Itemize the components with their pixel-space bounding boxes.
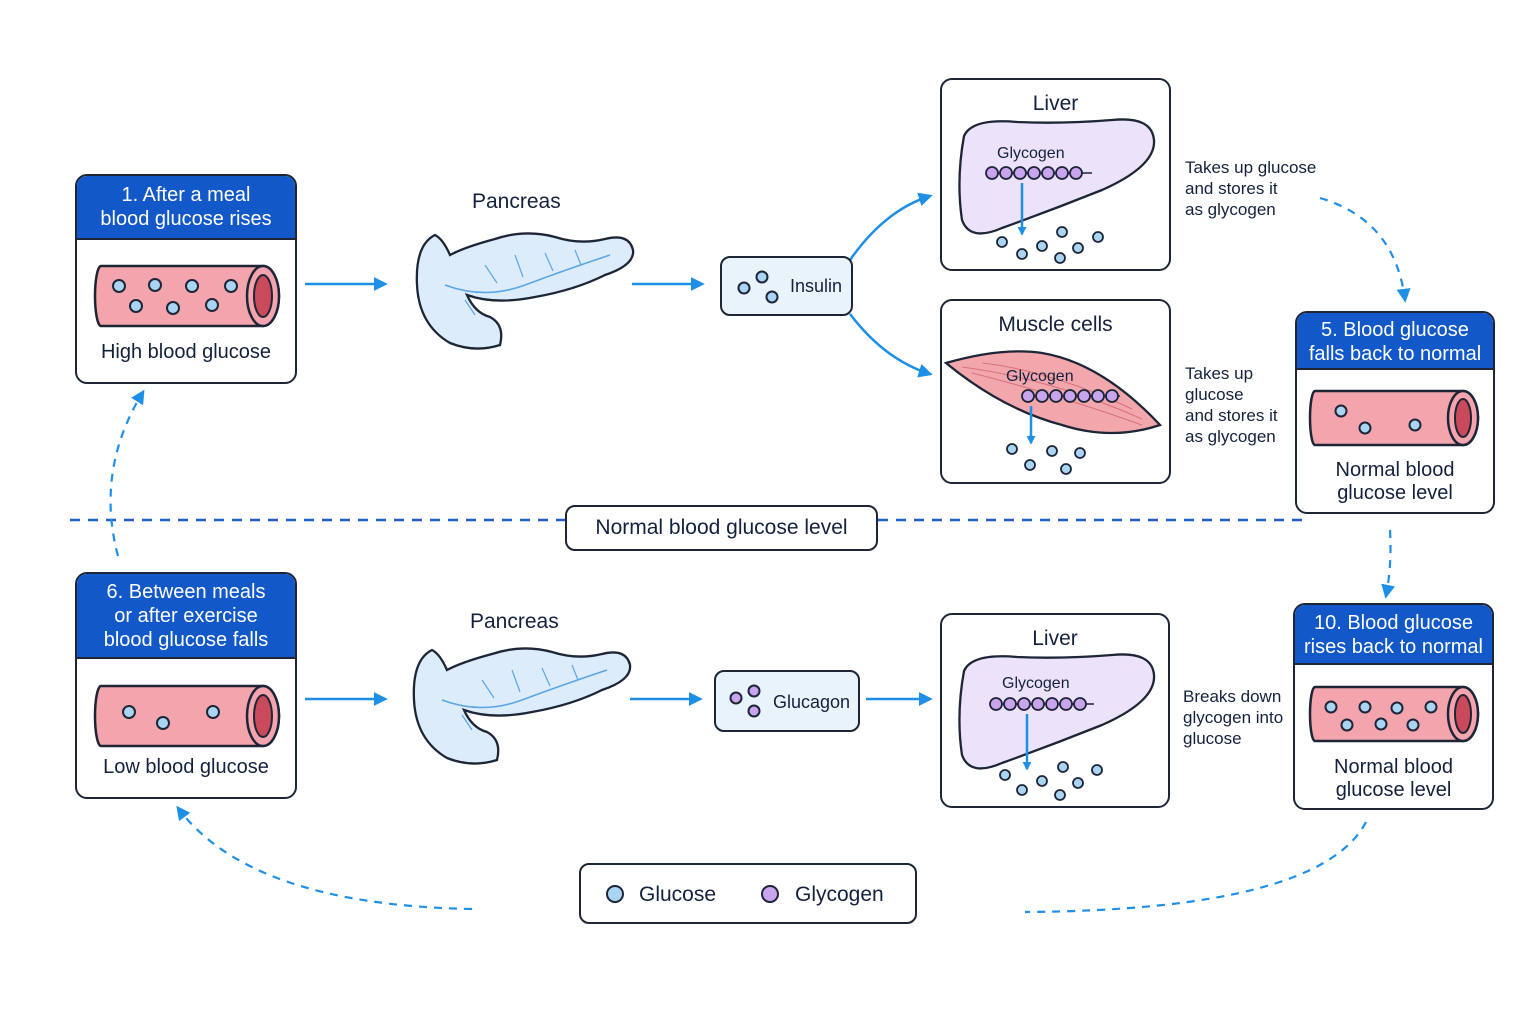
glucagon-hormone: Glucagon bbox=[714, 670, 860, 732]
glucagon-label: Glucagon bbox=[773, 692, 851, 712]
pancreas-icon bbox=[415, 232, 635, 350]
arrow-insulin-to-muscle bbox=[849, 313, 933, 378]
liver-top-glycogen-label: Glycogen bbox=[997, 145, 1065, 162]
normal-level-label: Normal blood glucose level bbox=[565, 505, 878, 551]
card-high-caption: High blood glucose bbox=[100, 341, 272, 363]
dashed-rises-to-bottom bbox=[1024, 821, 1367, 914]
blood-vessel-high bbox=[93, 264, 281, 328]
card-normal-bottom-header: 10. Blood glucose rises back to normal bbox=[1295, 605, 1492, 665]
glucagon-molecules bbox=[729, 684, 761, 718]
card-normal-after-low: 10. Blood glucose rises back to normal N… bbox=[1293, 603, 1494, 810]
muscle-title: Muscle cells bbox=[998, 313, 1113, 336]
pancreas-label-bottom: Pancreas bbox=[470, 610, 559, 633]
legend-glucose-label: Glucose bbox=[639, 883, 717, 906]
card-normal-top-caption: Normal blood glucose level bbox=[1335, 459, 1455, 504]
liver-bottom-note: Breaks down glycogen into glucose bbox=[1183, 687, 1284, 748]
arrow-insulin-to-liver bbox=[848, 192, 933, 261]
dashed-low-to-high bbox=[109, 389, 145, 557]
liver-bottom-glycogen-label: Glycogen bbox=[1002, 675, 1070, 692]
blood-vessel-normal-top bbox=[1308, 389, 1480, 447]
card-normal-top-header: 5. Blood glucose falls back to normal bbox=[1297, 313, 1493, 370]
insulin-label: Insulin bbox=[790, 276, 843, 296]
pancreas-icon-bottom bbox=[412, 647, 632, 765]
liver-panel-bottom: Liver Glycogen bbox=[940, 613, 1170, 808]
pancreas-label-top: Pancreas bbox=[472, 190, 561, 213]
liver-top-note: Takes up glucose and stores it as glycog… bbox=[1185, 158, 1317, 219]
muscle-panel: Muscle cells Glycogen bbox=[940, 299, 1171, 484]
liver-title-top: Liver bbox=[1032, 92, 1079, 115]
card-normal-bottom-caption: Normal blood glucose level bbox=[1334, 756, 1453, 801]
legend: Glucose Glycogen bbox=[579, 863, 917, 924]
insulin-molecules bbox=[737, 270, 779, 304]
liver-icon-bottom: Glycogen bbox=[958, 653, 1156, 801]
card-high-glucose: 1. After a meal blood glucose rises High… bbox=[75, 174, 297, 384]
legend-glycogen-label: Glycogen bbox=[795, 883, 884, 906]
card-low-header: 6. Between meals or after exercise blood… bbox=[77, 574, 295, 659]
card-normal-after-high: 5. Blood glucose falls back to normal No… bbox=[1295, 311, 1495, 514]
dashed-liver-to-normal bbox=[1319, 196, 1411, 303]
legend-glycogen-swatch bbox=[761, 885, 779, 903]
liver-icon-top: Glycogen bbox=[958, 118, 1156, 264]
liver-panel-top: Liver Glycogen bbox=[940, 78, 1171, 271]
blood-vessel-low bbox=[93, 684, 281, 748]
legend-glucose-swatch bbox=[606, 885, 624, 903]
card-high-header: 1. After a meal blood glucose rises bbox=[77, 176, 295, 240]
card-low-caption: Low blood glucose bbox=[103, 756, 269, 778]
card-low-glucose: 6. Between meals or after exercise blood… bbox=[75, 572, 297, 799]
muscle-glycogen-label: Glycogen bbox=[1006, 368, 1074, 385]
blood-vessel-normal-bottom bbox=[1308, 685, 1480, 743]
insulin-hormone: Insulin bbox=[720, 256, 853, 316]
liver-title-bottom: Liver bbox=[1032, 627, 1078, 650]
muscle-icon: Glycogen bbox=[943, 350, 1163, 475]
muscle-note: Takes up glucose and stores it as glycog… bbox=[1185, 364, 1278, 446]
dashed-bottom-to-low bbox=[176, 805, 473, 911]
dashed-normal-to-rises bbox=[1381, 529, 1395, 599]
